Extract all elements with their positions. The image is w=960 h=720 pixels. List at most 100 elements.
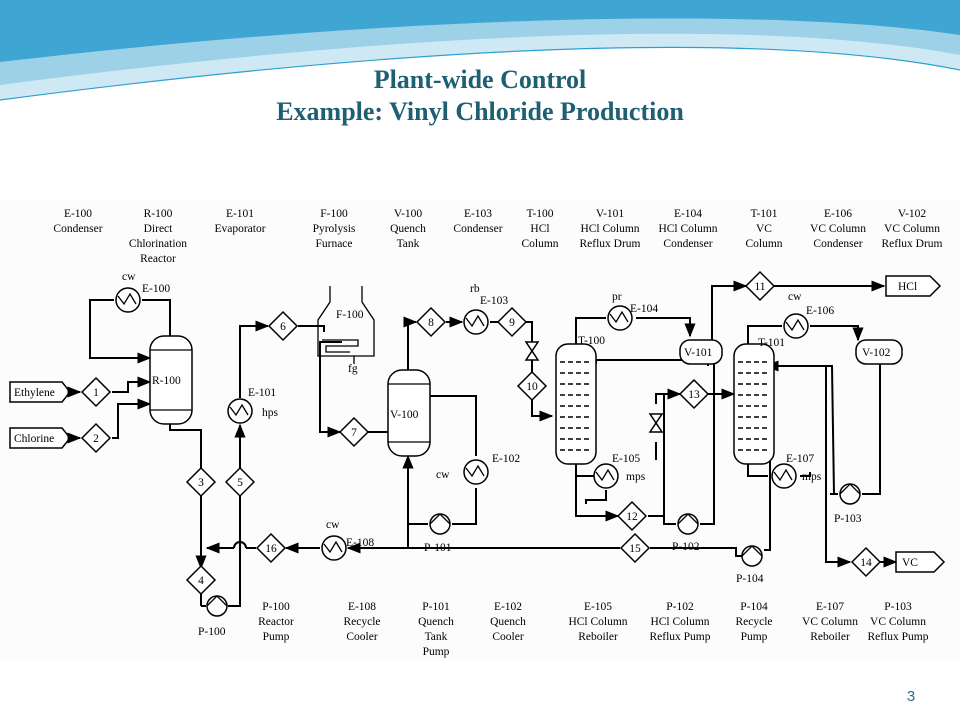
top-label-v-101-name-line-2: Reflux Drum: [579, 238, 640, 250]
top-label-e-106-name-line-1: VC Column: [810, 223, 866, 235]
top-label-e-101-tag: E-101: [226, 208, 254, 220]
bottom-label-e-108-name-line-2: Cooler: [346, 631, 377, 643]
p103-tag: P-103: [834, 513, 862, 525]
e100-utility: cw: [122, 271, 136, 283]
exchanger-e102: E-102 cw: [436, 453, 520, 485]
title-line-2: Example: Vinyl Chloride Production: [276, 97, 684, 126]
exchanger-e108: E-108 cw: [321, 519, 374, 561]
top-label-e-100-tag: E-100: [64, 208, 92, 220]
top-label-e-103-name-line-1: Condenser: [453, 223, 502, 235]
top-label-v-102-name-line-1: VC Column: [884, 223, 940, 235]
bottom-label-p-102-name-line-2: Reflux Pump: [649, 631, 710, 643]
bottom-label-e-102-name-line-2: Cooler: [492, 631, 523, 643]
bottom-label-p-100-tag: P-100: [262, 601, 290, 613]
e104-tag: E-104: [630, 303, 658, 315]
e103-utility: rb: [470, 283, 480, 295]
e106-utility: cw: [788, 291, 802, 303]
e105-tag: E-105: [612, 453, 640, 465]
stream-3-marker: 3: [185, 466, 217, 498]
reactor-r100: R-100: [149, 335, 193, 425]
top-label-v-101-tag: V-101: [596, 208, 625, 220]
e102-utility: cw: [436, 469, 450, 481]
bottom-label-e-107-name-line-2: Reboiler: [810, 631, 850, 643]
e104-utility: pr: [612, 291, 622, 303]
v101-tag: V-101: [684, 347, 713, 359]
header-banner: [0, 0, 960, 101]
stream-14-label: 14: [860, 557, 872, 569]
top-label-t-101-tag: T-101: [750, 208, 777, 220]
bottom-label-p-103-name-line-2: Reflux Pump: [867, 631, 928, 643]
stream-11-marker: 11: [744, 270, 776, 302]
stream-1-marker: 1: [80, 376, 112, 408]
top-label-f-100-name-line-1: Pyrolysis: [313, 223, 356, 235]
pump-p100: P-100: [198, 595, 228, 638]
top-label-v-100-name-line-1: Quench: [390, 223, 426, 235]
diagram-panel: [0, 200, 960, 660]
v102-tag: V-102: [862, 347, 891, 359]
e107-utility: mps: [802, 471, 822, 483]
feed-chlorine: Chlorine: [9, 427, 82, 449]
bottom-label-p-102-name-line-1: HCl Column: [650, 616, 709, 628]
e101-tag: E-101: [248, 387, 276, 399]
exchanger-e100: E-100 cw: [115, 271, 170, 313]
e100-tag: E-100: [142, 283, 170, 295]
stream-15-marker: 15: [619, 532, 651, 564]
top-label-e-104-name-line-2: Condenser: [663, 238, 712, 250]
bottom-equipment-labels: P-100ReactorPumpE-108RecycleCoolerP-101Q…: [258, 601, 929, 658]
e101-utility: hps: [262, 407, 279, 419]
p104-tag: P-104: [736, 573, 764, 585]
stream-7-label: 7: [351, 427, 357, 439]
top-label-t-101-name-line-2: Column: [745, 238, 782, 250]
product-vc: VC: [895, 551, 946, 573]
stream-10-label: 10: [526, 381, 538, 393]
stream-3-label: 3: [198, 477, 204, 489]
valve-reflux-t100: [648, 413, 664, 433]
f100-fuel-label: fg: [348, 363, 358, 375]
bottom-label-e-102-tag: E-102: [494, 601, 522, 613]
valve-stream-9: [524, 341, 540, 361]
bottom-label-e-107-tag: E-107: [816, 601, 844, 613]
bottom-label-p-104-name-line-1: Recycle: [735, 616, 772, 628]
pump-p103: P-103: [834, 483, 862, 525]
stream-1-label: 1: [93, 387, 99, 399]
stream-14-marker: 14: [850, 546, 882, 578]
stream-6-label: 6: [280, 321, 286, 333]
feed-ethylene-label: Ethylene: [14, 387, 55, 399]
exchanger-e105: E-105 mps: [593, 453, 646, 489]
stream-2-label: 2: [93, 433, 99, 445]
process-lines: [89, 280, 898, 607]
top-label-r-100-tag: R-100: [144, 208, 173, 220]
stream-9-label: 9: [509, 317, 515, 329]
stream-5-label: 5: [237, 477, 243, 489]
stream-7-marker: 7: [338, 416, 370, 448]
top-label-t-100-tag: T-100: [526, 208, 553, 220]
top-label-v-102-name-line-2: Reflux Drum: [881, 238, 942, 250]
t100-tag: T-100: [578, 335, 605, 347]
bottom-label-p-100-name-line-1: Reactor: [258, 616, 294, 628]
stream-13-label: 13: [688, 389, 700, 401]
pyrolysis-furnace-f100: F-100 fg: [317, 286, 375, 375]
exchanger-e107: E-107 mps: [771, 453, 822, 489]
bottom-label-p-104-tag: P-104: [740, 601, 768, 613]
stream-2-marker: 2: [80, 422, 112, 454]
stream-5-marker: 5: [224, 466, 256, 498]
reflux-drum-v102: V-102: [855, 339, 903, 365]
top-label-e-101-name-line-1: Evaporator: [214, 223, 265, 235]
product-vc-label: VC: [902, 557, 918, 569]
stream-13-marker: 13: [678, 378, 710, 410]
product-hcl: HCl: [885, 275, 942, 297]
reflux-drum-v101: V-101: [679, 339, 723, 365]
stream-8-label: 8: [428, 317, 434, 329]
bottom-label-p-103-tag: P-103: [884, 601, 912, 613]
slide-title: Plant-wide Control Example: Vinyl Chlori…: [0, 64, 960, 128]
bottom-label-p-100-name-line-2: Pump: [263, 631, 290, 643]
e106-tag: E-106: [806, 305, 834, 317]
stream-8-marker: 8: [415, 306, 447, 338]
top-label-r-100-name-line-3: Reactor: [140, 253, 176, 265]
bottom-label-e-108-name-line-1: Recycle: [343, 616, 380, 628]
bottom-label-p-101-name-line-2: Tank: [425, 631, 448, 643]
bottom-label-e-105-name-line-2: Reboiler: [578, 631, 618, 643]
exchanger-e101: E-101 hps: [227, 387, 279, 424]
p100-tag: P-100: [198, 626, 226, 638]
